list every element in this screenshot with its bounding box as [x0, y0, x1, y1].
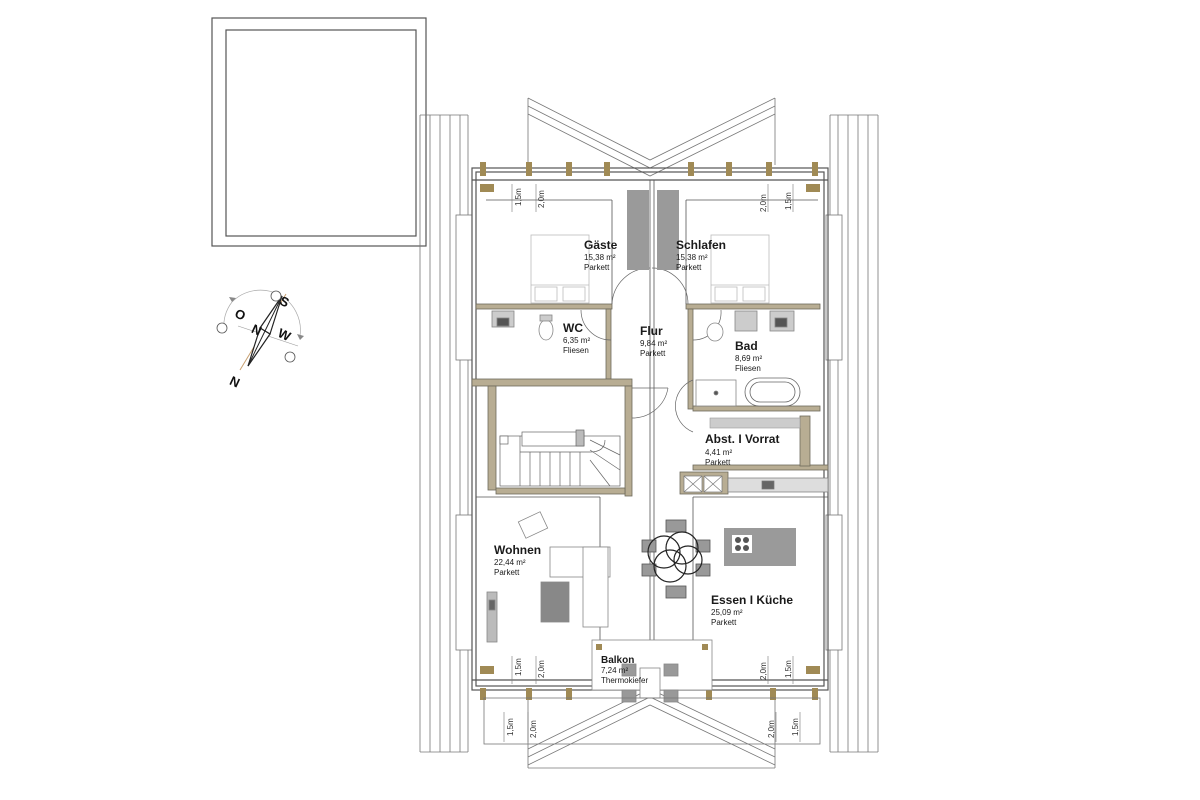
- dim-1-5-top-left: 1,5m: [514, 188, 523, 206]
- room-area-flur: 9,84 m²: [640, 339, 667, 348]
- room-area-balkon: 7,24 m²: [601, 666, 628, 675]
- room-floor-gaeste: Parkett: [584, 263, 610, 272]
- room-area-schlafen: 15,38 m²: [676, 253, 708, 262]
- dim-1-5-bottom-left: 1,5m: [514, 658, 523, 676]
- kitchen-counter: [683, 475, 829, 493]
- room-floor-schlafen: Parkett: [676, 263, 702, 272]
- compass-label-o: O: [233, 306, 249, 324]
- room-floor-bad: Fliesen: [735, 364, 761, 373]
- room-area-wohnen: 22,44 m²: [494, 558, 526, 567]
- interior-walls: [471, 303, 829, 497]
- dim-2-0-dormer-right: 2,0m: [767, 720, 776, 738]
- partitions: [476, 180, 828, 680]
- compass-label-n-outer: N: [227, 373, 242, 391]
- dining-table: [641, 519, 711, 599]
- dim-2-0-dormer-left: 2,0m: [529, 720, 538, 738]
- height-markers: 1,5m 2,0m 2,0m 1,5m 1,5m 2,0m 2,0m 1,5m …: [503, 184, 801, 742]
- room-floor-balkon: Thermokiefer: [601, 676, 648, 685]
- room-labels: Gäste 15,38 m² Parkett Schlafen 15,38 m²…: [494, 238, 793, 685]
- room-floor-wohnen: Parkett: [494, 568, 520, 577]
- beds: [530, 234, 770, 304]
- room-name-wc: WC: [563, 321, 583, 335]
- room-floor-kueche: Parkett: [711, 618, 737, 627]
- dim-1-5-top-right: 1,5m: [784, 192, 793, 210]
- room-area-kueche: 25,09 m²: [711, 608, 743, 617]
- staircase: [499, 429, 621, 487]
- room-name-balkon: Balkon: [601, 655, 634, 666]
- dim-1-5-dormer-right: 1,5m: [791, 718, 800, 736]
- room-area-vorrat: 4,41 m²: [705, 448, 732, 457]
- bath-fixtures: [695, 310, 801, 407]
- room-name-flur: Flur: [640, 324, 663, 338]
- skylight: [211, 17, 427, 247]
- wardrobe: [627, 190, 679, 270]
- room-floor-vorrat: Parkett: [705, 458, 731, 467]
- dim-1-5-dormer-left: 1,5m: [506, 718, 515, 736]
- living-furniture: [486, 511, 611, 643]
- compass: S O W N N: [216, 289, 304, 391]
- room-name-kueche: Essen I Küche: [711, 593, 793, 607]
- wc-fixtures: [491, 310, 554, 341]
- compass-label-w: W: [276, 325, 294, 344]
- room-name-schlafen: Schlafen: [676, 238, 726, 252]
- room-area-bad: 8,69 m²: [735, 354, 762, 363]
- kitchen-island: [724, 528, 796, 566]
- side-windows: [455, 214, 843, 651]
- room-name-vorrat: Abst. I Vorrat: [705, 432, 779, 446]
- window-posts: [480, 162, 820, 700]
- room-floor-flur: Parkett: [640, 349, 666, 358]
- dim-2-0-bottom-right: 2,0m: [759, 662, 768, 680]
- room-name-wohnen: Wohnen: [494, 543, 541, 557]
- balcony: [591, 639, 713, 703]
- dim-1-5-bottom-right: 1,5m: [784, 660, 793, 678]
- dim-2-0-top-right: 2,0m: [759, 194, 768, 212]
- room-area-gaeste: 15,38 m²: [584, 253, 616, 262]
- room-name-bad: Bad: [735, 339, 758, 353]
- dim-2-0-bottom-left: 2,0m: [537, 660, 546, 678]
- room-floor-wc: Fliesen: [563, 346, 589, 355]
- bottom-dormer-window: [483, 697, 821, 745]
- dim-2-0-top-left: 2,0m: [537, 190, 546, 208]
- room-name-gaeste: Gäste: [584, 238, 618, 252]
- room-area-wc: 6,35 m²: [563, 336, 590, 345]
- vorrat-shelf: [709, 417, 801, 429]
